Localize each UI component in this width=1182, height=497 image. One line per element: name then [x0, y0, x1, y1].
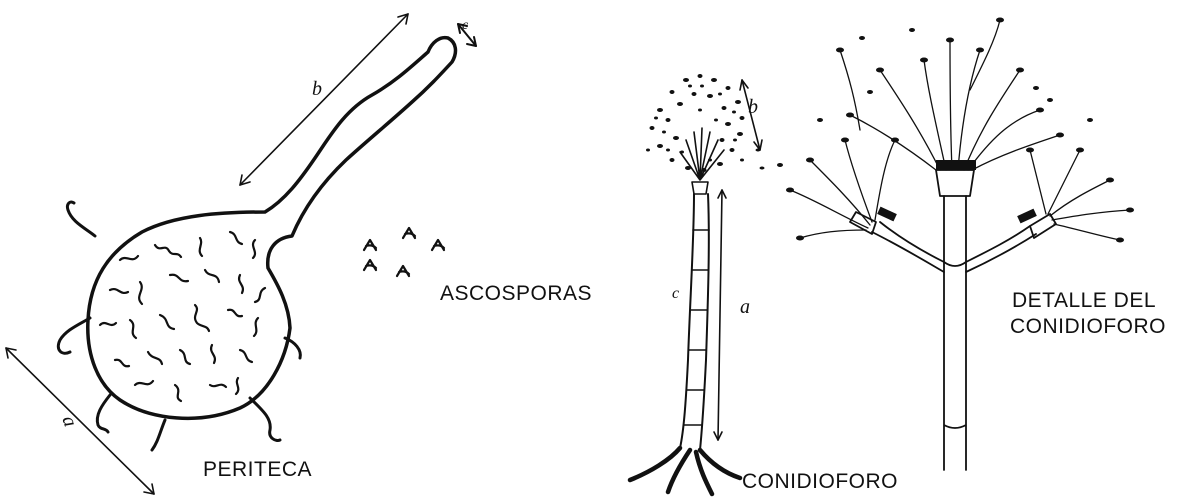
ascospore: [403, 228, 415, 238]
label-conidioforo: CONIDIOFORO: [742, 470, 898, 494]
mark-neck-length: b: [312, 78, 322, 101]
ascospore: [364, 260, 376, 270]
conidial-head-phialides: [680, 128, 724, 194]
conidiophore-drawing: [630, 74, 765, 494]
hypha-appendage: [250, 398, 280, 441]
mark-stipe-length: a: [740, 296, 750, 319]
label-detalle-line2: CONIDIOFORO: [1010, 315, 1166, 339]
hypha-appendage: [97, 395, 110, 432]
ascospore: [432, 240, 444, 250]
ascospore: [397, 266, 409, 276]
ascospores-drawing: [364, 228, 444, 276]
conidiophore-foot: [630, 448, 740, 494]
hypha-appendage: [152, 420, 165, 450]
mark-stipe-width: c: [672, 285, 679, 303]
ascospore: [364, 240, 376, 250]
label-ascosporas: ASCOSPORAS: [440, 282, 592, 306]
stipe-septa: [684, 230, 709, 425]
conidiophore-stipe: [680, 194, 709, 450]
measure-arrow-stipe: [714, 190, 726, 440]
detail-phialides: [790, 20, 1130, 240]
perithecium-texture: [100, 232, 265, 401]
measure-arrow-neck: [240, 14, 408, 185]
mark-neck-width: c: [462, 18, 468, 34]
perithecium-outline: [88, 38, 456, 419]
detail-phialide-tips: [877, 160, 1037, 223]
hypha-appendage: [58, 318, 90, 353]
hypha-appendage: [67, 202, 95, 236]
conidiophore-detail-drawing: [777, 18, 1134, 471]
mark-head-size: b: [748, 96, 758, 119]
label-detalle-line1: DETALLE DEL: [1012, 289, 1156, 313]
detail-main-stipe: [944, 262, 966, 470]
label-periteca: PERITECA: [203, 458, 312, 482]
